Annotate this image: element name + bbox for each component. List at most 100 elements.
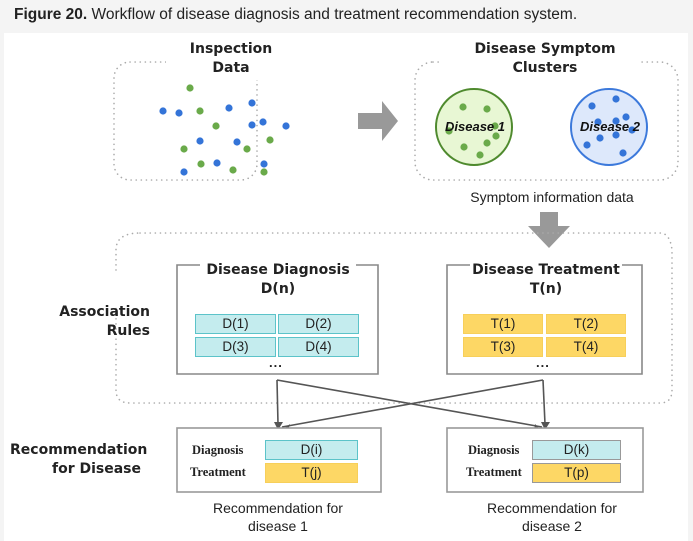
diagnosis-ellipsis: ... — [269, 355, 283, 370]
cluster-point — [483, 139, 491, 147]
figure-label: Figure 20. — [14, 6, 88, 23]
cluster-point — [483, 105, 491, 113]
cluster-point — [619, 149, 627, 157]
cluster-point — [459, 103, 467, 111]
data-point — [212, 122, 220, 130]
cluster-dots — [445, 95, 636, 159]
figure-caption-text: Workflow of disease diagnosis and treatm… — [87, 6, 578, 23]
rec2-diagnosis-value: D(k) — [532, 440, 621, 460]
data-point — [180, 168, 188, 176]
rec1-caption: Recommendation for disease 1 — [190, 499, 366, 535]
recommendation-label: Recommendation for Disease — [10, 441, 148, 479]
data-point — [248, 99, 256, 107]
data-point — [266, 136, 274, 144]
treatment-box — [446, 264, 643, 375]
diagnosis-box — [176, 264, 379, 375]
cluster-point — [492, 132, 500, 140]
treatment-cell: T(2) — [546, 314, 626, 334]
cluster-point — [588, 102, 596, 110]
treatment-cell: T(3) — [463, 337, 543, 357]
disease1-label: Disease 1 — [445, 119, 505, 134]
rec2-treatment-label: Treatment — [466, 465, 522, 479]
disease1-cluster — [435, 88, 513, 166]
diagnosis-title-line2: D(n) — [260, 281, 296, 297]
rec1-diagnosis-value: D(i) — [265, 440, 358, 460]
rec2-diagnosis-label: Diagnosis — [468, 443, 520, 457]
cluster-point — [476, 151, 484, 159]
down-arrow-icon — [528, 212, 570, 248]
data-point — [225, 104, 233, 112]
data-point — [175, 109, 183, 117]
diagnosis-title: Disease Diagnosis D(n) — [197, 261, 359, 299]
disease2-label: Disease 2 — [580, 119, 640, 134]
cluster-point — [596, 134, 604, 142]
clusters-title-mask — [440, 50, 640, 80]
clusters-container — [414, 61, 679, 181]
data-point — [197, 160, 205, 168]
association-label-line2: Rules — [106, 323, 150, 339]
data-point — [259, 118, 267, 126]
treat-to-rec2-arrow — [542, 379, 546, 425]
cluster-point — [460, 143, 468, 151]
right-arrow-icon — [358, 101, 398, 141]
diagnosis-cell: D(3) — [195, 337, 276, 357]
inspection-scatter — [159, 84, 290, 176]
recommendation-label-line1: Recommendation — [10, 442, 148, 458]
diag-to-rec1-arrow — [276, 379, 279, 425]
rec1-caption-line2: disease 1 — [248, 518, 308, 534]
cluster-point — [612, 117, 620, 125]
cluster-point — [628, 126, 636, 134]
data-point — [196, 137, 204, 145]
data-point — [159, 107, 167, 115]
cluster-point — [594, 118, 602, 126]
cluster-point — [622, 113, 630, 121]
rec1-treatment-value: T(j) — [265, 463, 358, 483]
association-rules-label: Association Rules — [40, 303, 150, 341]
rec1-caption-line1: Recommendation for — [213, 500, 343, 516]
data-point — [243, 145, 251, 153]
cross-arrows — [276, 379, 546, 428]
data-point — [282, 122, 290, 130]
treatment-cell: T(1) — [463, 314, 543, 334]
treatment-title-line1: Disease Treatment — [472, 262, 620, 278]
data-point — [213, 159, 221, 167]
clusters-title-line1: Disease Symptom — [474, 41, 616, 57]
cluster-point — [612, 131, 620, 139]
treatment-title: Disease Treatment T(n) — [465, 261, 627, 299]
data-point — [260, 160, 268, 168]
diagnosis-cell: D(1) — [195, 314, 276, 334]
data-point — [180, 145, 188, 153]
data-point — [196, 107, 204, 115]
cluster-point — [491, 122, 499, 130]
rec1-diagnosis-label: Diagnosis — [192, 443, 244, 457]
inspection-title-mask — [166, 50, 300, 80]
inspection-title-line1: Inspection — [189, 41, 273, 57]
diagnosis-cell: D(4) — [278, 337, 359, 357]
data-point — [233, 138, 241, 146]
inspection-title: Inspection Data — [176, 40, 286, 78]
arrowhead-icon — [274, 422, 283, 430]
clusters-title-line2: Clusters — [512, 60, 578, 76]
cluster-point — [612, 95, 620, 103]
rec1-treatment-label: Treatment — [190, 465, 246, 479]
cluster-point — [445, 127, 453, 135]
arrowhead-icon — [541, 422, 550, 430]
rec2-caption-line1: Recommendation for — [487, 500, 617, 516]
data-point — [229, 166, 237, 174]
figure-caption: Figure 20. Workflow of disease diagnosis… — [14, 6, 577, 24]
rec2-caption: Recommendation for disease 2 — [464, 499, 640, 535]
rec2-caption-line2: disease 2 — [522, 518, 582, 534]
clusters-title: Disease Symptom Clusters — [460, 40, 630, 78]
cluster-point — [583, 141, 591, 149]
treatment-cell: T(4) — [546, 337, 626, 357]
data-point — [260, 168, 268, 176]
inspection-title-line2: Data — [212, 60, 250, 76]
diagnosis-cell: D(2) — [278, 314, 359, 334]
association-label-line1: Association — [59, 304, 150, 320]
symptom-information-label: Symptom information data — [470, 189, 634, 205]
treatment-ellipsis: ... — [536, 355, 550, 370]
data-point — [248, 121, 256, 129]
recommendation-label-line2: for Disease — [51, 461, 141, 477]
association-rules-container — [115, 232, 673, 404]
data-point — [186, 84, 194, 92]
